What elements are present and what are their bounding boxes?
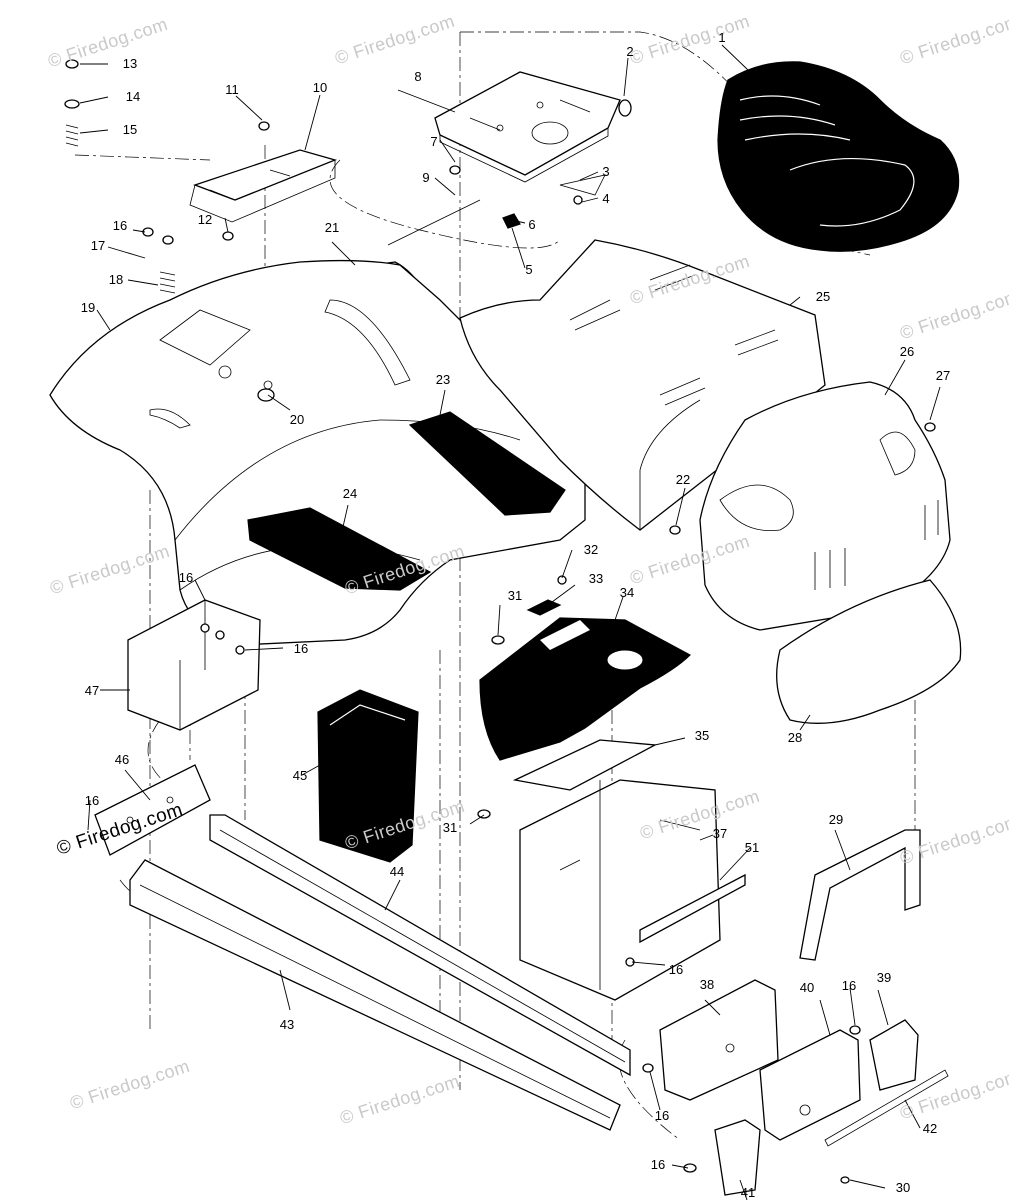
fasteners: [64, 59, 936, 1184]
seat: [717, 61, 960, 252]
foot-mats: [247, 411, 566, 591]
callout-11: 11: [225, 82, 239, 97]
callout-45: 45: [292, 768, 308, 783]
callout-17: 17: [90, 238, 106, 253]
battery-box: [317, 689, 419, 863]
seat-bracket: [189, 149, 338, 223]
callout-16: 16: [178, 570, 194, 585]
callout-3: 3: [602, 164, 610, 179]
callout-39: 39: [876, 970, 892, 985]
callout-27: 27: [935, 368, 951, 383]
callout-7: 7: [430, 134, 438, 149]
console-support: [512, 739, 746, 1001]
support-strap: [799, 829, 921, 961]
dash-panel: [459, 239, 826, 531]
callout-46: 46: [114, 752, 130, 767]
callout-12: 12: [197, 212, 213, 227]
callout-47: 47: [84, 683, 100, 698]
rear-fender: [49, 259, 586, 646]
callout-19: 19: [80, 300, 96, 315]
callout-31: 31: [442, 820, 458, 835]
callout-29: 29: [828, 812, 844, 827]
hitch-plate: [94, 764, 211, 856]
callout-9: 9: [422, 170, 430, 185]
front-brackets: [659, 979, 949, 1196]
callout-25: 25: [815, 289, 831, 304]
callout-15: 15: [122, 122, 138, 137]
callout-14: 14: [125, 89, 141, 104]
callout-10: 10: [312, 80, 328, 95]
callout-23: 23: [435, 372, 451, 387]
callout-41: 41: [740, 1185, 756, 1200]
callout-16: 16: [650, 1157, 666, 1172]
callout-26: 26: [899, 344, 915, 359]
callout-2: 2: [626, 44, 634, 59]
callout-34: 34: [619, 585, 635, 600]
callout-32: 32: [583, 542, 599, 557]
callout-21: 21: [324, 220, 340, 235]
callout-8: 8: [414, 69, 422, 84]
callout-16: 16: [112, 218, 128, 233]
callout-22: 22: [675, 472, 691, 487]
callout-38: 38: [699, 977, 715, 992]
callout-16: 16: [654, 1108, 670, 1123]
rear-bracket: [127, 599, 261, 731]
callout-leaders: [79, 44, 941, 1200]
grille-cover: [776, 579, 962, 724]
callout-44: 44: [389, 864, 405, 879]
callout-40: 40: [799, 980, 815, 995]
callout-6: 6: [528, 217, 536, 232]
callout-1: 1: [718, 30, 726, 45]
callout-31: 31: [507, 588, 523, 603]
frame-rails: [129, 814, 631, 1131]
hood: [699, 381, 951, 631]
callout-13: 13: [122, 56, 138, 71]
callout-18: 18: [108, 272, 124, 287]
callout-16: 16: [293, 641, 309, 656]
callout-16: 16: [84, 793, 100, 808]
callout-35: 35: [694, 728, 710, 743]
callout-30: 30: [895, 1180, 911, 1195]
callout-5: 5: [525, 262, 533, 277]
callout-16: 16: [668, 962, 684, 977]
seat-pan: [434, 71, 621, 183]
callout-37: 37: [712, 826, 728, 841]
callout-16: 16: [841, 978, 857, 993]
callout-24: 24: [342, 486, 358, 501]
callout-20: 20: [289, 412, 305, 427]
callout-51: 51: [744, 840, 760, 855]
dash-cover: [479, 617, 691, 761]
callout-28: 28: [787, 730, 803, 745]
callout-4: 4: [602, 191, 610, 206]
callout-33: 33: [588, 571, 604, 586]
callout-43: 43: [279, 1017, 295, 1032]
callout-42: 42: [922, 1121, 938, 1136]
